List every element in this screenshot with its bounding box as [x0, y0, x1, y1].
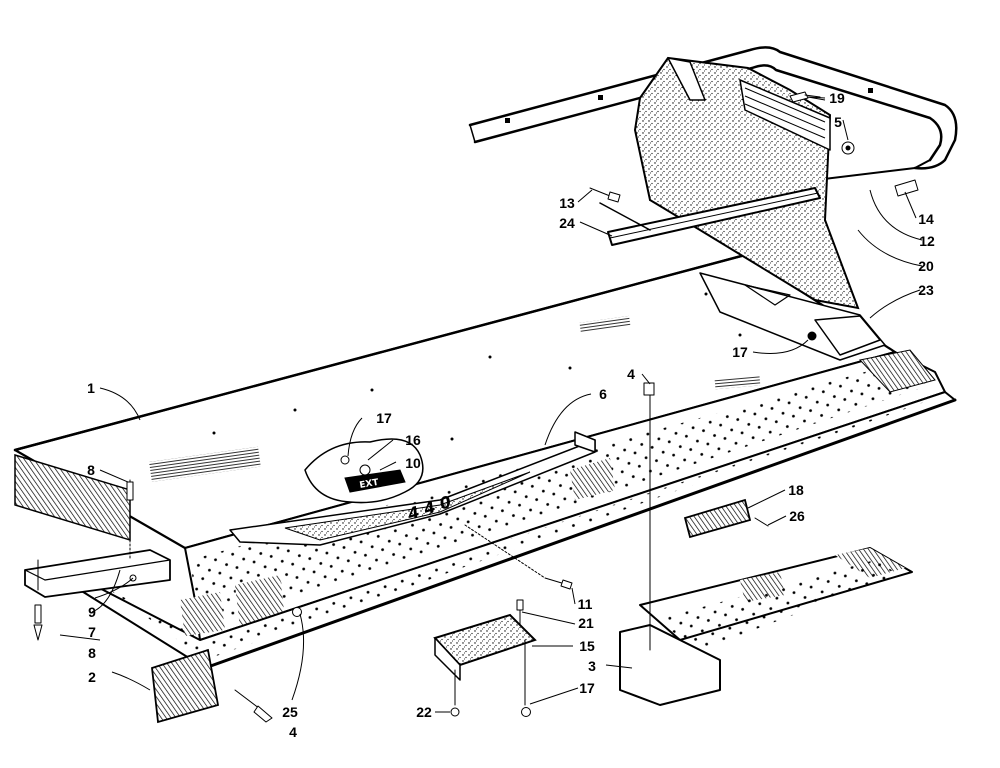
callout-8-top: 8 [87, 462, 95, 478]
fastener-4-top [643, 382, 655, 396]
side-rail [79, 349, 957, 670]
callout-1: 1 [87, 380, 95, 396]
callout-12: 12 [919, 233, 935, 249]
callout-15: 15 [579, 638, 595, 654]
callout-17-bottom: 17 [579, 680, 595, 696]
reflector-plate [151, 648, 273, 724]
fastener-14 [894, 179, 919, 197]
callout-10: 10 [405, 455, 421, 471]
callout-3: 3 [588, 658, 596, 674]
callout-16: 16 [405, 432, 421, 448]
callout-26: 26 [789, 508, 805, 524]
callout-25: 25 [282, 704, 298, 720]
right-rail [619, 382, 913, 706]
callout-9: 9 [88, 604, 96, 620]
snow-flap [633, 56, 860, 310]
leader-lines [59, 96, 923, 713]
callout-23: 23 [918, 282, 934, 298]
tunnel-rear-end [807, 315, 881, 356]
callout-8-bottom: 8 [88, 645, 96, 661]
callout-11: 11 [577, 596, 593, 612]
callout-24: 24 [559, 215, 575, 231]
callout-13: 13 [559, 195, 575, 211]
callout-19: 19 [829, 90, 845, 106]
fastener-25 [292, 607, 302, 617]
callout-14: 14 [918, 211, 934, 227]
callout-17-middle: 17 [732, 344, 748, 360]
logo-emblem: EXT [304, 438, 424, 504]
callout-2: 2 [88, 669, 96, 685]
fastener-5 [841, 141, 855, 155]
fastener-11 [464, 524, 573, 590]
side-reflector [683, 498, 769, 539]
callout-21: 21 [578, 615, 594, 631]
callout-6: 6 [599, 386, 607, 402]
callout-18: 18 [788, 482, 804, 498]
fastener-13 [589, 187, 621, 203]
logo-text: EXT [359, 478, 381, 491]
mount-bracket [433, 599, 537, 717]
callout-4-top: 4 [627, 366, 635, 382]
callout-22: 22 [416, 704, 432, 720]
callout-7: 7 [88, 624, 96, 640]
flap-bar [599, 187, 821, 246]
callout-20: 20 [918, 258, 934, 274]
fastener-19 [789, 91, 821, 103]
callout-4-bottom: 4 [289, 724, 297, 740]
callout-5: 5 [834, 114, 842, 130]
callout-17-top: 17 [376, 410, 392, 426]
